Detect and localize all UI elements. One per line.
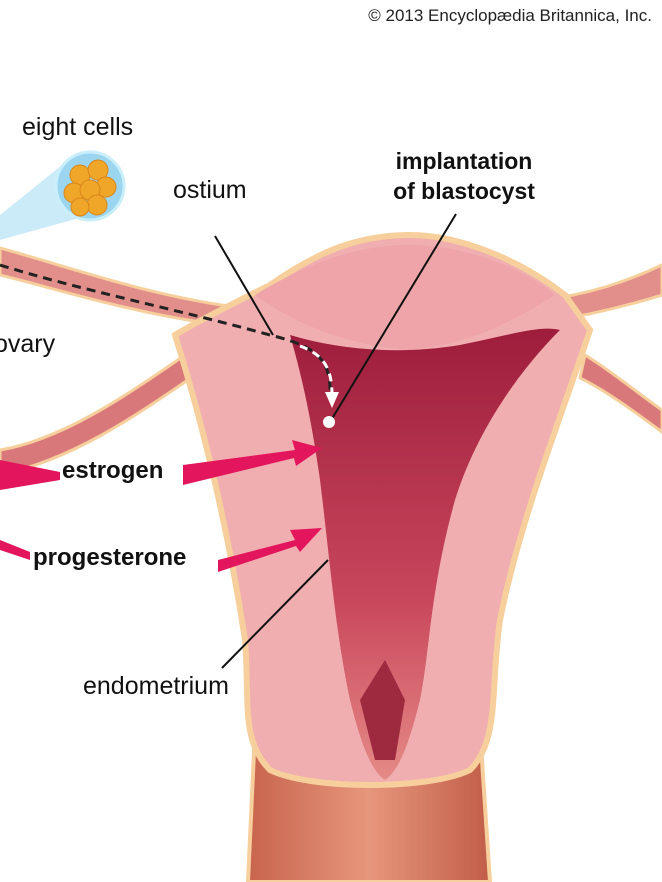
implantation-leader-line (329, 213, 457, 423)
blastocyst-path (0, 263, 332, 391)
ostium-leader-line (214, 235, 274, 336)
estrogen-arrow (0, 440, 322, 490)
uterine-cavity (290, 328, 560, 780)
endometrium-leader-line (221, 559, 329, 669)
label-estrogen: estrogen (62, 457, 164, 484)
label-ovary: ovary (0, 330, 56, 358)
label-endometrium: endometrium (83, 672, 229, 700)
right-ligament (578, 352, 662, 434)
copyright: © 2013 Encyclopædia Britannica, Inc. (368, 6, 652, 25)
cervical-folds (360, 660, 405, 760)
label-implantation-line1: implantation (395, 148, 533, 174)
label-eight-cells: eight cells (22, 113, 134, 141)
blastocyst-dot (323, 416, 335, 428)
cell-cluster (63, 159, 117, 217)
label-implantation-line2: of blastocyst (393, 178, 535, 204)
label-ostium: ostium (173, 176, 247, 204)
blastocyst-path-cavity-segment (299, 344, 334, 396)
arrowhead-icon (325, 392, 339, 408)
label-progesterone: progesterone (33, 544, 187, 571)
progesterone-arrow (0, 528, 322, 572)
